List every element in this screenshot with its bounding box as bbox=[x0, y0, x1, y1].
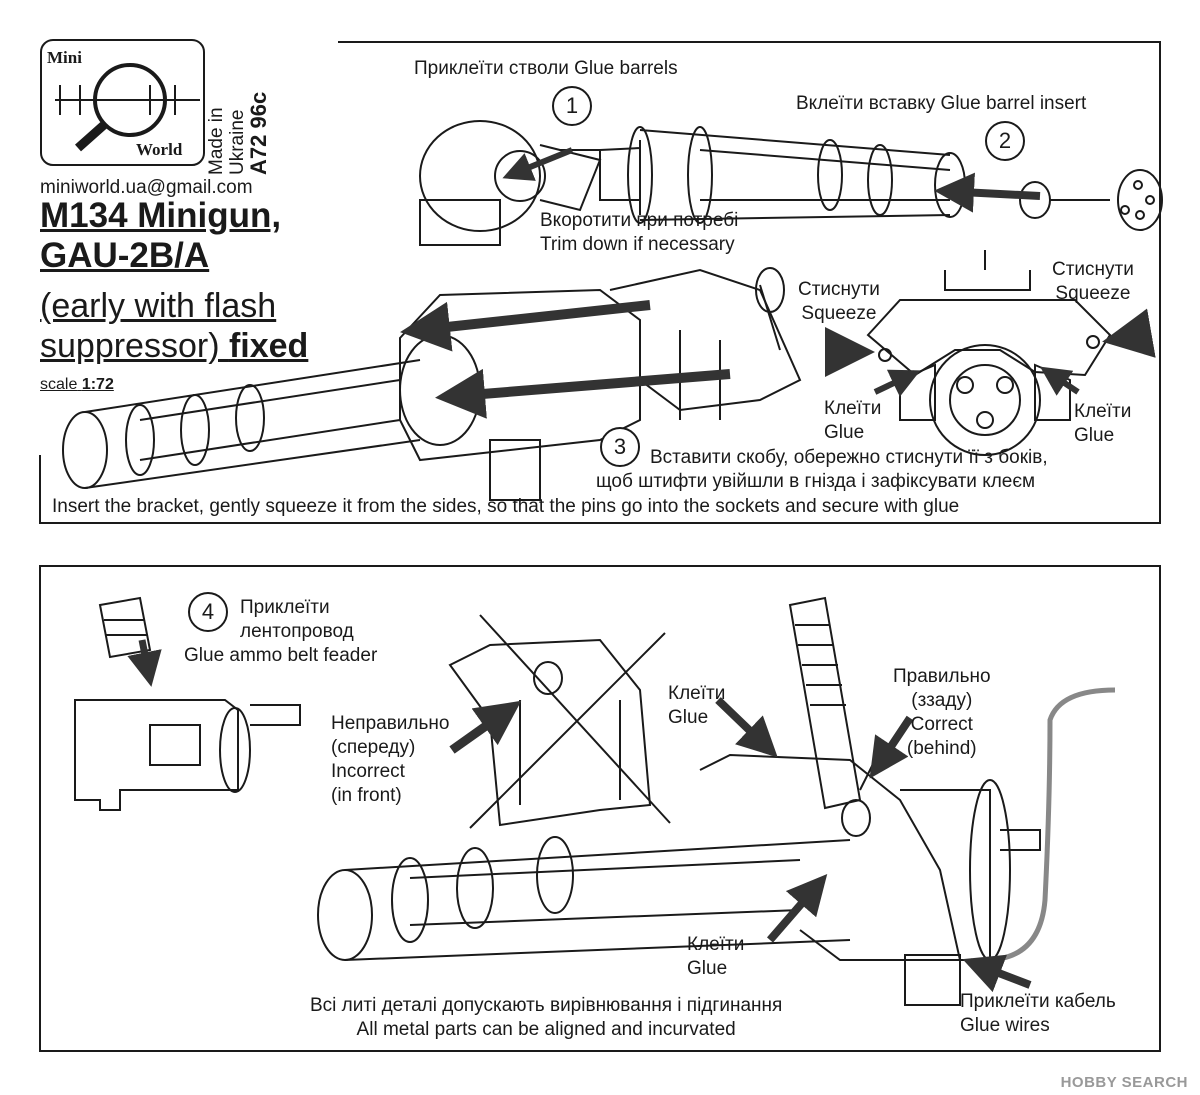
step-1-label: Приклеїти стволи Glue barrels bbox=[414, 58, 678, 79]
country-text: Ukraine bbox=[227, 109, 248, 175]
incorrect-note: Неправильно (спереду) Incorrect (in fron… bbox=[331, 713, 450, 806]
logo-world-text: World bbox=[136, 140, 183, 159]
squeeze-left-note: Стиснути Squeeze bbox=[798, 279, 880, 324]
product-title: M134 Minigun, GAU-2B/A bbox=[40, 196, 281, 276]
glue-right-note: Клеїти Glue bbox=[1074, 401, 1132, 446]
panel-1-frame bbox=[39, 41, 1161, 524]
fixed-label: fixed bbox=[228, 327, 309, 365]
glue-bottom-note: Клеїти Glue bbox=[687, 934, 745, 979]
footer-note: Всі литі деталі допускають вирівнювання … bbox=[310, 995, 783, 1040]
title-line-2: GAU-2B/A bbox=[40, 236, 210, 275]
scale-label: scale 1:72 bbox=[40, 376, 114, 393]
product-subtitle: (early with flash suppressor) fixed bbox=[40, 286, 308, 366]
logo-mini-text: Mini bbox=[47, 48, 82, 67]
mini-world-logo bbox=[40, 39, 205, 166]
title-line-3: (early with flash bbox=[40, 287, 277, 325]
contact-email: miniworld.ua@gmail.com bbox=[40, 177, 253, 198]
watermark: HOBBY SEARCH bbox=[1060, 1074, 1188, 1091]
squeeze-right-note: Стиснути Squeeze bbox=[1052, 259, 1134, 304]
incorrect-bracket bbox=[448, 614, 671, 829]
step-3-label-ua-1: Вставити скобу, обережно стиснути її з б… bbox=[650, 447, 1048, 468]
step-3-label-en: Insert the bracket, gently squeeze it fr… bbox=[52, 496, 960, 517]
correct-note: Правильно (ззаду) Correct (behind) bbox=[893, 666, 991, 759]
made-in-text: Made in bbox=[206, 107, 227, 175]
step-4-number: 4 bbox=[188, 592, 228, 632]
product-code: A72 96c bbox=[246, 91, 271, 175]
barrel-assembly-top bbox=[419, 120, 1163, 246]
step-1-number: 1 bbox=[552, 86, 592, 126]
panel-2-frame bbox=[39, 565, 1161, 1052]
wires-note: Приклеїти кабель Glue wires bbox=[960, 991, 1116, 1036]
title-line-1: M134 Minigun, bbox=[40, 196, 282, 235]
step-3-label-ua-2: щоб штифти увійшли в гнізда і зафіксуват… bbox=[596, 471, 1036, 492]
trim-note: Вкоротити при потребі Trim down if neces… bbox=[540, 210, 739, 255]
step-2-number: 2 bbox=[985, 121, 1025, 161]
made-in-block: Made in Ukraine A72 96c bbox=[206, 92, 271, 175]
step-3-number: 3 bbox=[600, 427, 640, 467]
step-2-label: Вклеїти вставку Glue barrel insert bbox=[796, 93, 1087, 114]
glue-top-note: Клеїти Glue bbox=[668, 683, 726, 728]
glue-left-note: Клеїти Glue bbox=[824, 398, 882, 443]
title-line-4: suppressor) fixed bbox=[40, 327, 309, 365]
step-4-label: Приклеїти лентопровод Glue ammo belt fea… bbox=[184, 597, 378, 666]
